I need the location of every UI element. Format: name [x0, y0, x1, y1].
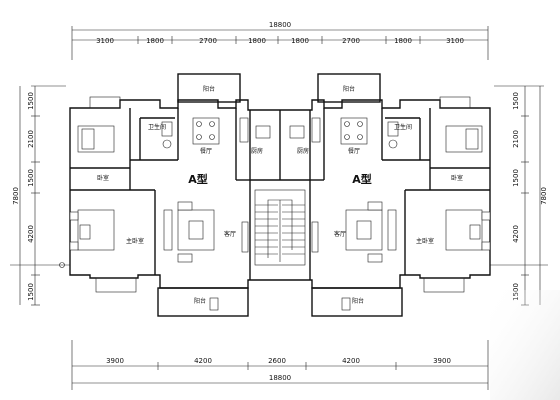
top-dimension: 3100	[446, 37, 464, 45]
right-dimension: 1500	[512, 169, 520, 187]
room-labels: 阳台 阳台 卫生间 卫生间 餐厅 餐厅 厨房 厨房 卧室 卧室 主卧室 主卧室 …	[97, 85, 463, 305]
room-label-balcony: 阳台	[343, 85, 355, 93]
furniture-right	[289, 117, 491, 311]
left-total-dimension: 7800	[12, 187, 20, 205]
left-dimension: 1500	[27, 92, 35, 110]
room-label-bathroom: 卫生间	[394, 123, 412, 131]
left-dimension: 1500	[27, 283, 35, 301]
left-dimension: 1500	[27, 169, 35, 187]
bottom-total-dimension: 18800	[269, 374, 291, 382]
bottom-dimension: 3900	[433, 357, 451, 365]
room-label-master-bedroom: 主卧室	[126, 237, 144, 245]
top-dimension: 3100	[96, 37, 114, 45]
bottom-dimension: 4200	[194, 357, 212, 365]
right-dimension: 2100	[512, 130, 520, 148]
top-dimension: 1800	[146, 37, 164, 45]
bottom-dimension: 2600	[268, 357, 286, 365]
top-dimension: 1800	[394, 37, 412, 45]
room-label-bathroom: 卫生间	[148, 123, 166, 131]
unit-type-label: A型	[188, 172, 208, 186]
room-label-bedroom: 卧室	[97, 174, 109, 182]
top-dimension: 2700	[342, 37, 360, 45]
bottom-dimensions: 3900 4200 2600 4200 3900 18800	[71, 340, 489, 390]
room-label-balcony: 阳台	[352, 297, 364, 305]
corner-fade	[490, 290, 560, 400]
right-dimension: 4200	[512, 225, 520, 243]
room-label-living: 客厅	[224, 230, 236, 238]
left-dimension: 2100	[27, 130, 35, 148]
left-dimension: 4200	[27, 225, 35, 243]
unit-type-label: A型	[352, 172, 372, 186]
bottom-dimension: 4200	[342, 357, 360, 365]
room-label-bedroom: 卧室	[451, 174, 463, 182]
left-dimensions: 1500 2100 1500 4200 1500 7800	[10, 85, 70, 306]
top-dimensions: 18800 3100 1800 2700 1800 1800 2700 1800…	[71, 21, 489, 60]
room-label-kitchen: 厨房	[297, 147, 309, 155]
top-dimension: 2700	[199, 37, 217, 45]
room-label-dining: 餐厅	[348, 147, 360, 155]
furniture-left	[69, 117, 271, 311]
room-label-kitchen: 厨房	[251, 147, 263, 155]
room-label-balcony: 阳台	[203, 85, 215, 93]
right-total-dimension: 7800	[540, 187, 548, 205]
room-label-dining: 餐厅	[200, 147, 212, 155]
room-label-living: 客厅	[334, 230, 346, 238]
right-dimension: 1500	[512, 92, 520, 110]
bottom-dimension: 3900	[106, 357, 124, 365]
building-walls	[69, 73, 491, 317]
right-dimensions: 1500 2100 1500 4200 1500 7800	[490, 85, 548, 306]
stairwell	[254, 189, 306, 266]
top-dimension: 1800	[291, 37, 309, 45]
top-dimension: 1800	[248, 37, 266, 45]
room-label-balcony: 阳台	[194, 297, 206, 305]
room-label-master-bedroom: 主卧室	[416, 237, 434, 245]
top-total-dimension: 18800	[269, 21, 291, 29]
